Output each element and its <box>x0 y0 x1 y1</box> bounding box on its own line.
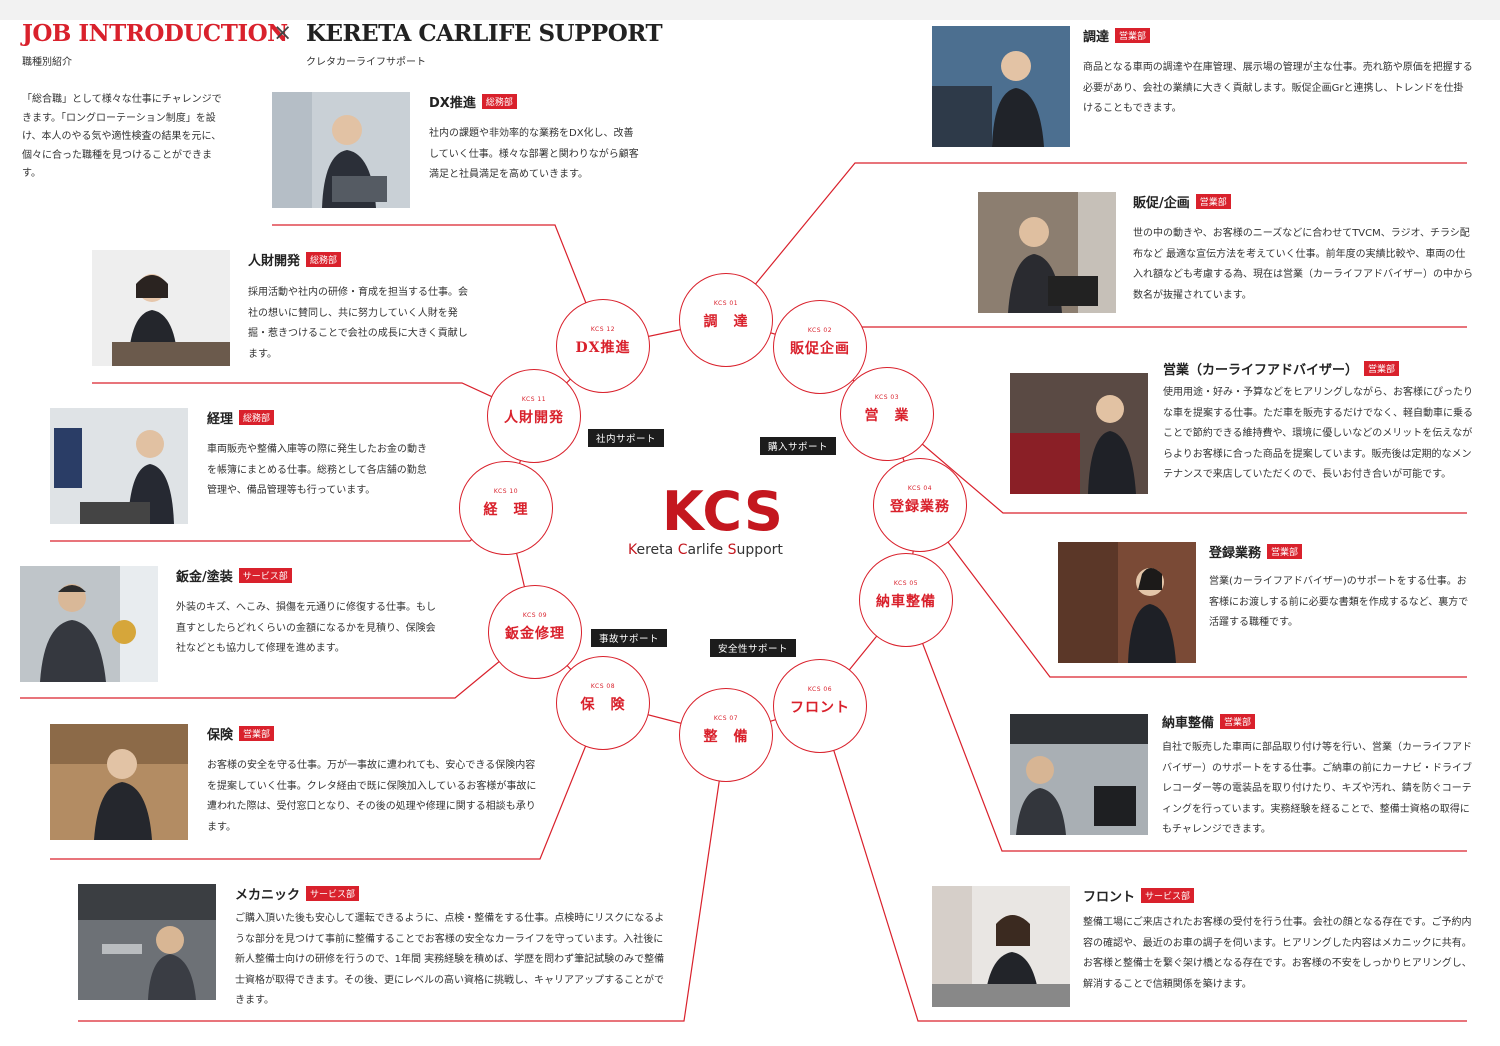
tag-internal-support: 社内サポート <box>588 429 665 447</box>
job-title-nousha: 納車整備営業部 <box>1162 712 1256 731</box>
photo-eigyo <box>1010 373 1148 494</box>
tag-purchase-support: 購入サポート <box>760 437 837 455</box>
job-desc-keiri: 車両販売や整備入庫等の際に発生したお金の動きを帳簿にまとめる仕事。総務として各店… <box>207 444 427 496</box>
photo-front <box>932 886 1070 1007</box>
job-title-chotatsu: 調達営業部 <box>1083 26 1151 45</box>
job-title-front: フロントサービス部 <box>1083 886 1195 905</box>
job-desc-front: 整備工場にご来店されたお客様の受付を行う仕事。会社の顔となる存在です。ご予約内容… <box>1083 917 1472 990</box>
company-title: KERETA CARLIFE SUPPORT <box>306 20 663 47</box>
photo-mechanic <box>78 884 216 1000</box>
company-jp: クレタカーライフサポート <box>306 57 426 68</box>
job-title-toroku: 登録業務営業部 <box>1209 542 1303 561</box>
job-desc-jinzai: 採用活動や社内の研修・育成を担当する仕事。会社の想いに賛同し、共に努力していく人… <box>248 287 468 360</box>
photo-toroku <box>1058 542 1196 663</box>
job-desc-mechanic: ご購入頂いた後も安心して運転できるように、点検・整備をする仕事。点検時にリスクに… <box>235 913 665 1006</box>
job-title-jinzai: 人財開発総務部 <box>248 250 342 269</box>
job-desc-dx: 社内の課題や非効率的な業務をDX化し、改善していく仕事。様々な部署と関わりながら… <box>429 128 639 180</box>
job-desc-eigyo: 使用用途・好み・予算などをヒアリングしながら、お客様にぴったりな車を提案する仕事… <box>1163 387 1473 480</box>
tag-accident-support: 事故サポート <box>591 629 668 647</box>
tag-safety-support: 安全性サポート <box>710 639 797 657</box>
job-desc-nousha: 自社で販売した車両に部品取り付け等を行い、営業（カーライフアドバイザー）のサポー… <box>1162 742 1472 835</box>
photo-dx <box>272 92 410 208</box>
job-title-mechanic: メカニックサービス部 <box>235 884 360 903</box>
intro-text: 「総合職」として様々な仕事にチャレンジできます。「ロングローテーション制度」を設… <box>22 94 222 179</box>
job-desc-hoken: お客様の安全を守る仕事。万が一事故に遭われても、安心できる保険内容を提案していく… <box>207 760 537 833</box>
job-introduction-jp: 職種別紹介 <box>22 57 72 68</box>
job-title-dx: DX推進総務部 <box>429 92 517 111</box>
job-desc-chotatsu: 商品となる車両の調達や在庫管理、展示場の管理が主な仕事。売れ筋や原価を把握する必… <box>1083 62 1473 114</box>
photo-keiri <box>50 408 188 524</box>
photo-hoken <box>50 724 188 840</box>
job-desc-hansoku: 世の中の動きや、お客様のニーズなどに合わせてTVCM、ラジオ、チラシ配布など 最… <box>1133 228 1473 301</box>
kcs-logo: KCS <box>662 480 784 543</box>
job-title-keiri: 経理総務部 <box>207 408 275 427</box>
job-title-hoken: 保険営業部 <box>207 724 275 743</box>
top-band <box>0 0 1500 20</box>
kcs-subtitle: Kereta Carlife Support <box>628 542 783 558</box>
job-title-bankin: 鈑金/塗装サービス部 <box>176 566 292 585</box>
times-symbol: × <box>273 20 292 46</box>
job-title-eigyo: 営業（カーライフアドバイザー）営業部 <box>1163 359 1400 378</box>
job-introduction-title: JOB INTRODUCTION <box>22 20 288 47</box>
photo-jinzai <box>92 250 230 366</box>
job-title-hansoku: 販促/企画営業部 <box>1133 192 1231 211</box>
photo-nousha <box>1010 714 1148 835</box>
photo-hansoku <box>978 192 1116 313</box>
photo-chotatsu <box>932 26 1070 147</box>
job-desc-toroku: 営業(カーライフアドバイザー)のサポートをする仕事。お客様にお渡しする前に必要な… <box>1209 576 1469 628</box>
photo-bankin <box>20 566 158 682</box>
person-photo-icon <box>272 92 410 208</box>
job-desc-bankin: 外装のキズ、へこみ、損傷を元通りに修復する仕事。もし直すとしたらどれくらいの金額… <box>176 602 436 654</box>
